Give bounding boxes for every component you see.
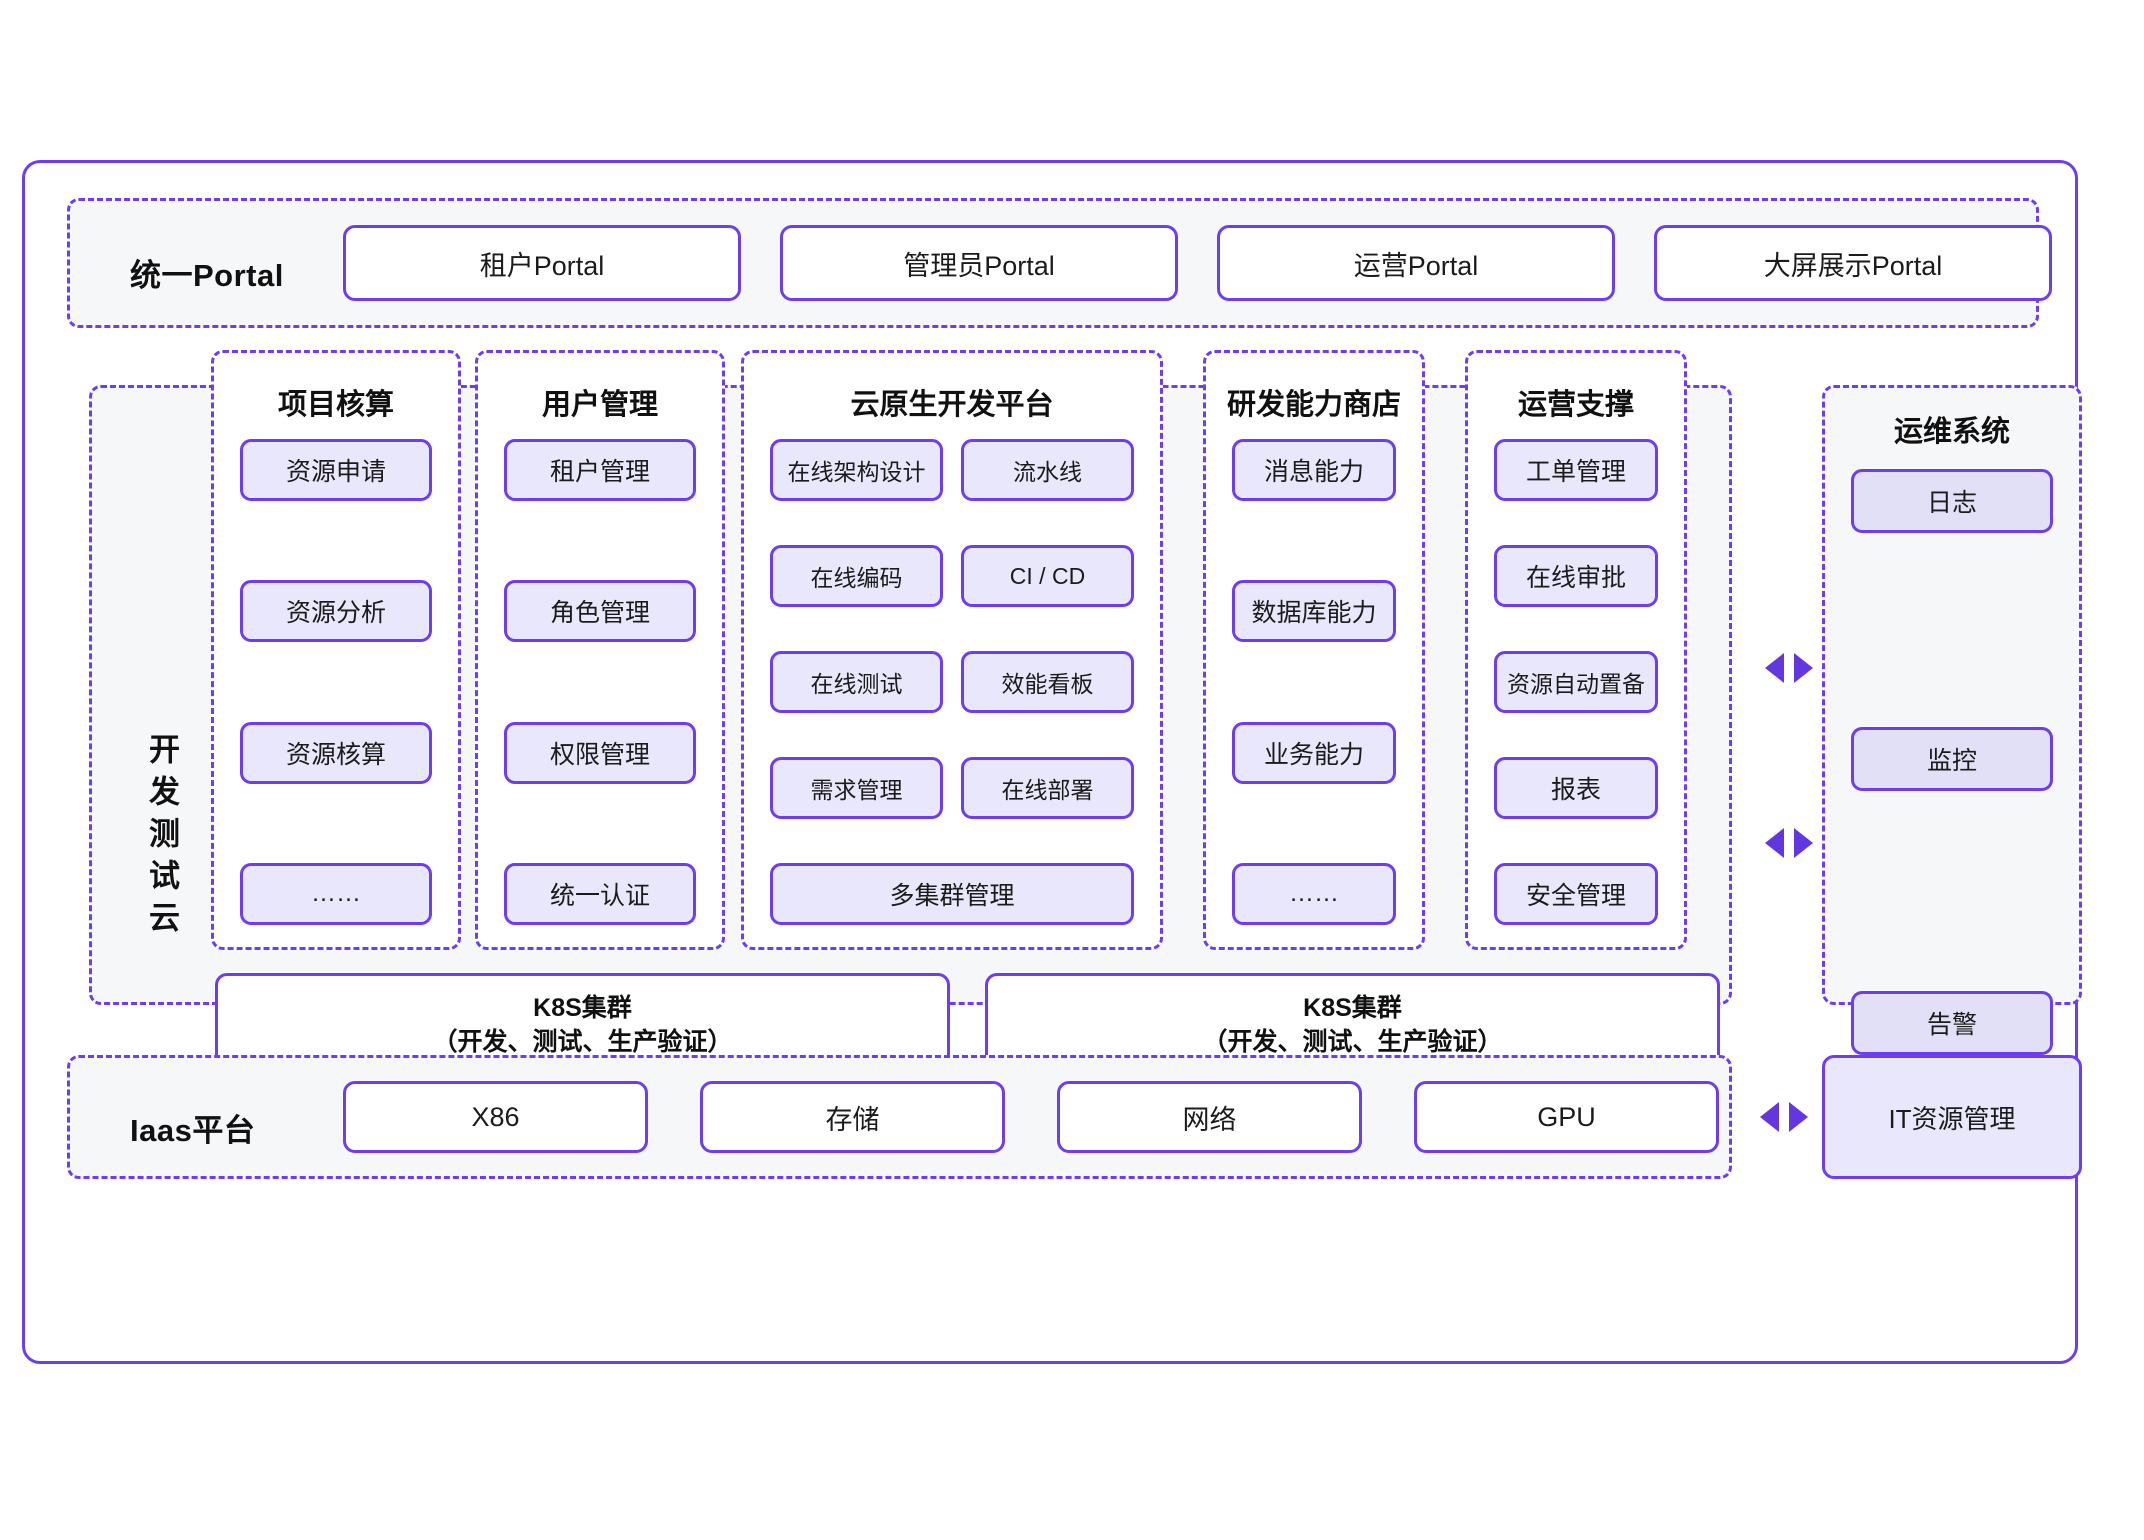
column-title-user-management: 用户管理: [541, 389, 658, 421]
chip-pipeline[interactable]: 流水线: [961, 439, 1134, 501]
k8s-cluster-subtitle-1: （开发、测试、生产验证）: [432, 1028, 733, 1056]
arrow-right-icon: [1794, 653, 1813, 683]
chip-unified-authentication[interactable]: 统一认证: [504, 862, 696, 925]
column-rd-capability-store: 研发能力商店 消息能力 数据库能力 业务能力 ……: [1203, 350, 1425, 950]
column-project-accounting: 项目核算 资源申请 资源分析 资源核算 ……: [211, 350, 461, 950]
ops-system-title: 运维系统: [1893, 416, 2010, 448]
k8s-cluster-subtitle-2: （开发、测试、生产验证）: [1202, 1028, 1503, 1056]
chip-online-deployment[interactable]: 在线部署: [961, 757, 1134, 819]
column-title-rd-capability-store: 研发能力商店: [1226, 389, 1401, 421]
column-user-management: 用户管理 租户管理 角色管理 权限管理 统一认证: [475, 350, 725, 950]
chip-work-order-management[interactable]: 工单管理: [1494, 439, 1658, 501]
chip-tenant-management[interactable]: 租户管理: [504, 439, 696, 501]
chip-network[interactable]: 网络: [1057, 1081, 1362, 1153]
k8s-cluster-title-1: K8S集群: [533, 993, 632, 1022]
unified-portal-label: 统一Portal: [130, 258, 284, 293]
chip-security-management[interactable]: 安全管理: [1494, 863, 1658, 925]
portal-operations-box[interactable]: 运营Portal: [1217, 225, 1615, 301]
chip-multi-cluster-management[interactable]: 多集群管理: [770, 863, 1134, 925]
bidirectional-arrow-icon-ops-top: [1765, 653, 1813, 683]
chip-storage[interactable]: 存储: [700, 1081, 1005, 1153]
cloud-row-2: 在线编码 CI / CD: [770, 545, 1134, 607]
chip-monitoring[interactable]: 监控: [1851, 727, 2053, 791]
chip-auto-resource-provisioning[interactable]: 资源自动置备: [1494, 651, 1658, 713]
iaas-platform-label: Iaas平台: [130, 1113, 256, 1148]
portal-bigscreen-box[interactable]: 大屏展示Portal: [1654, 225, 2052, 301]
bidirectional-arrow-icon-iaas: [1760, 1102, 1808, 1132]
chip-gpu[interactable]: GPU: [1414, 1081, 1719, 1153]
arrow-right-icon: [1789, 1102, 1808, 1132]
column-cloud-native-platform: 云原生开发平台 在线架构设计 流水线 在线编码 CI / CD 在线测试 效能看…: [741, 350, 1163, 950]
cloud-row-5: 多集群管理: [770, 863, 1134, 925]
cloud-row-3: 在线测试 效能看板: [770, 651, 1134, 713]
chip-ci-cd[interactable]: CI / CD: [961, 545, 1134, 607]
chip-report[interactable]: 报表: [1494, 757, 1658, 819]
k8s-cluster-title-2: K8S集群: [1303, 993, 1402, 1022]
devtest-cloud-label: 开发测试云: [144, 733, 179, 943]
chip-x86[interactable]: X86: [343, 1081, 648, 1153]
portal-tenant-box[interactable]: 租户Portal: [343, 225, 741, 301]
cloud-row-1: 在线架构设计 流水线: [770, 439, 1134, 501]
chip-project-more[interactable]: ……: [240, 862, 432, 925]
chip-resource-analysis[interactable]: 资源分析: [240, 580, 432, 643]
chip-business-capability[interactable]: 业务能力: [1232, 721, 1396, 784]
chip-permission-management[interactable]: 权限管理: [504, 721, 696, 784]
arrow-right-icon: [1794, 828, 1813, 858]
column-title-project-accounting: 项目核算: [277, 389, 394, 421]
it-resource-management-box[interactable]: IT资源管理: [1822, 1055, 2082, 1179]
chip-log[interactable]: 日志: [1851, 469, 2053, 533]
architecture-diagram-frame: 统一Portal 租户Portal 管理员Portal 运营Portal 大屏展…: [22, 160, 2082, 1364]
arrow-left-icon: [1765, 828, 1784, 858]
column-title-operation-support: 运营支撑: [1517, 389, 1634, 421]
arrow-left-icon: [1765, 653, 1784, 683]
chip-resource-application[interactable]: 资源申请: [240, 439, 432, 501]
bidirectional-arrow-icon-ops-bottom: [1765, 828, 1813, 858]
chip-online-architecture-design[interactable]: 在线架构设计: [770, 439, 943, 501]
chip-role-management[interactable]: 角色管理: [504, 580, 696, 643]
portal-admin-box[interactable]: 管理员Portal: [780, 225, 1178, 301]
chip-resource-accounting[interactable]: 资源核算: [240, 721, 432, 784]
chip-alarm[interactable]: 告警: [1851, 991, 2053, 1055]
arrow-left-icon: [1760, 1102, 1779, 1132]
column-operation-support: 运营支撑 工单管理 在线审批 资源自动置备 报表 安全管理: [1465, 350, 1687, 950]
chip-online-testing[interactable]: 在线测试: [770, 651, 943, 713]
chip-database-capability[interactable]: 数据库能力: [1232, 580, 1396, 643]
chip-efficiency-dashboard[interactable]: 效能看板: [961, 651, 1134, 713]
chip-store-more[interactable]: ……: [1232, 862, 1396, 925]
chip-message-capability[interactable]: 消息能力: [1232, 439, 1396, 501]
chip-online-coding[interactable]: 在线编码: [770, 545, 943, 607]
chip-requirement-management[interactable]: 需求管理: [770, 757, 943, 819]
chip-online-approval[interactable]: 在线审批: [1494, 545, 1658, 607]
cloud-row-4: 需求管理 在线部署: [770, 757, 1134, 819]
column-title-cloud-native-platform: 云原生开发平台: [850, 389, 1054, 421]
